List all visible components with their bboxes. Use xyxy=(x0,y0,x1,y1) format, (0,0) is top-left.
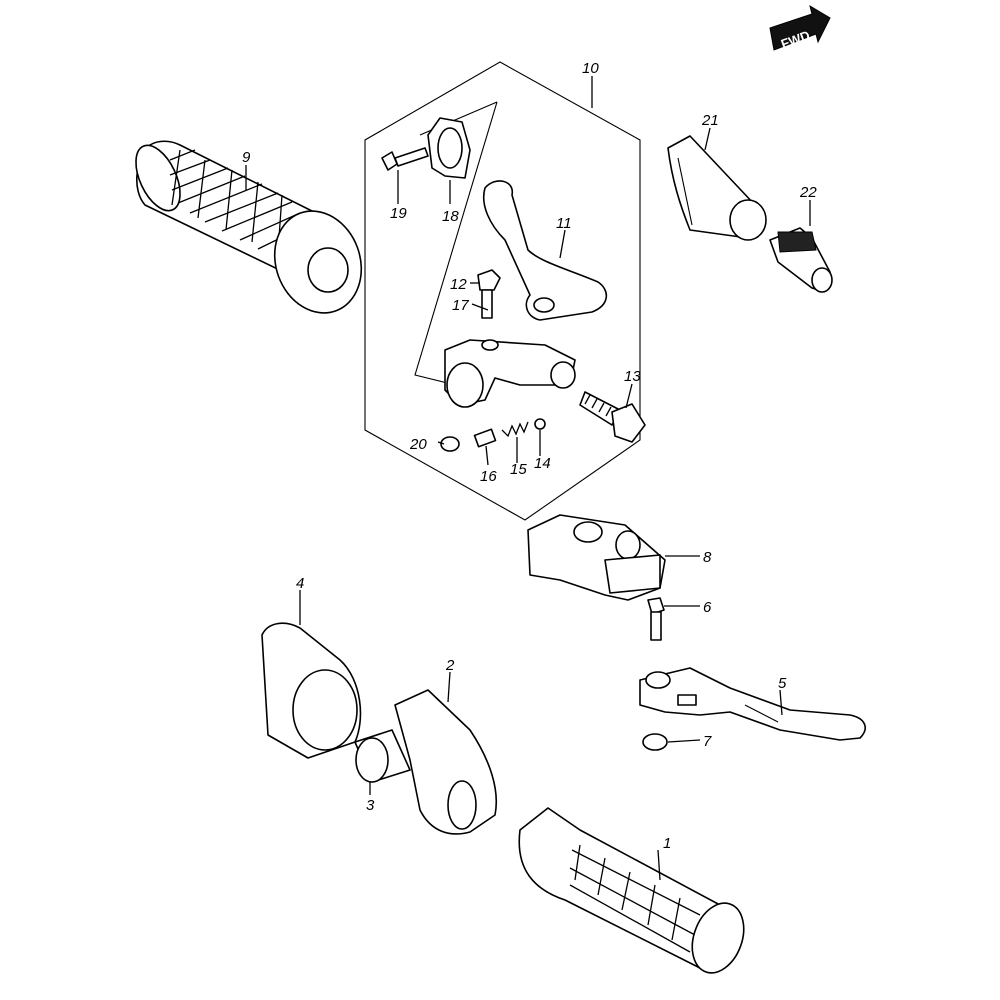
brake-lever xyxy=(639,667,866,741)
left-grip xyxy=(135,140,363,314)
pivot-bolt xyxy=(477,269,501,319)
callout-21: 21 xyxy=(701,112,719,129)
callout-9: 9 xyxy=(242,149,251,166)
callout-18: 18 xyxy=(442,208,459,225)
callout-2: 2 xyxy=(445,657,455,674)
lever-nut xyxy=(642,733,668,751)
lever-perch xyxy=(444,339,576,408)
clamp-bracket xyxy=(427,117,471,179)
clutch-lever xyxy=(483,180,608,321)
fwd-arrow-icon: FWD xyxy=(769,4,831,52)
adjuster-bolt xyxy=(579,391,646,443)
callout-6: 6 xyxy=(703,599,712,616)
lever-pivot-bolt xyxy=(647,597,665,641)
callout-8: 8 xyxy=(703,549,712,566)
lock-nut-20 xyxy=(440,436,460,452)
ball xyxy=(534,418,546,430)
leader-lines xyxy=(245,76,811,881)
callout-5: 5 xyxy=(778,675,787,692)
callout-22: 22 xyxy=(799,184,817,201)
callout-7: 7 xyxy=(703,733,712,750)
throttle-cover xyxy=(261,622,362,759)
callout-13-17: 17 xyxy=(452,297,469,314)
cable-boot xyxy=(667,135,767,241)
assembly-outline xyxy=(364,61,641,521)
callout-11: 11 xyxy=(556,215,572,232)
cable-adjuster xyxy=(769,227,833,293)
callout-13: 13 xyxy=(624,368,641,385)
callout-16: 16 xyxy=(480,468,497,485)
callout-1: 1 xyxy=(663,835,671,852)
spring-pin xyxy=(473,428,497,448)
lever-holder xyxy=(527,514,666,601)
callout-10: 10 xyxy=(582,60,599,77)
callout-14: 14 xyxy=(534,455,551,472)
callout-3: 3 xyxy=(366,797,375,814)
callout-12: 12 xyxy=(450,276,467,293)
spring xyxy=(501,421,529,438)
throttle-collar xyxy=(354,729,411,783)
callout-15: 15 xyxy=(510,461,527,478)
throttle-housing xyxy=(394,689,498,835)
callout-4: 4 xyxy=(296,575,304,592)
callout-20: 20 xyxy=(409,436,427,453)
callout-19: 19 xyxy=(390,205,407,222)
clamp-bolt xyxy=(381,147,429,171)
throttle-grip xyxy=(518,807,745,974)
